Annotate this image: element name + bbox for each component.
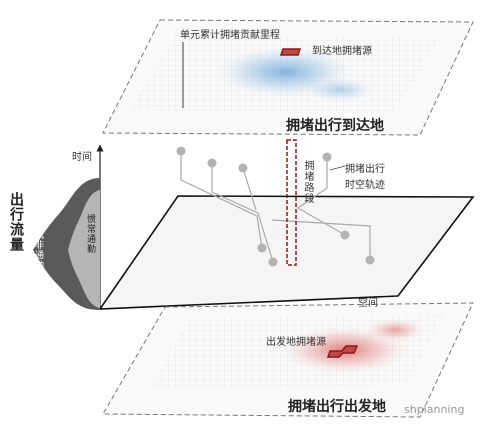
departure-heat-secondary <box>365 318 425 342</box>
flow-panel <box>30 178 100 310</box>
trajectory-nodes <box>176 146 375 267</box>
trajectory-label-line1: 拥堵出行 <box>345 164 385 175</box>
habit-commute-label: 惯常通勤 <box>85 214 95 254</box>
cumulative-mileage-label: 单元累计拥堵贡献里程 <box>180 30 280 41</box>
arrival-source-label: 到达地拥堵源 <box>312 46 372 57</box>
habit-commute-area <box>68 190 100 308</box>
arrival-heat-secondary <box>305 78 375 102</box>
congested-segment-box <box>286 139 297 266</box>
travel-flow-title: 出行流量 <box>8 192 24 252</box>
arrival-layer-title: 拥堵出行到达地 <box>286 118 384 134</box>
space-plane <box>98 195 475 310</box>
watermark-text: shplanning <box>404 403 465 416</box>
space-axis-label: 空间 <box>358 298 378 309</box>
departure-source-marker <box>326 345 359 358</box>
random-commute-label: 随机非通勤 <box>33 220 43 270</box>
time-axis-label: 时间 <box>72 152 92 163</box>
departure-layer <box>102 302 474 418</box>
congested-path-label: 拥堵路段 <box>302 160 313 204</box>
trajectory-lines <box>180 151 371 263</box>
trajectory-label-line2: 时空轨迹 <box>345 180 385 191</box>
trajectory-label-leader <box>329 165 346 171</box>
time-space-layer <box>96 139 475 310</box>
arrival-source-marker <box>279 48 302 56</box>
departure-source-label: 出发地拥堵源 <box>266 337 326 348</box>
arrival-layer <box>102 19 474 136</box>
departure-layer-title: 拥堵出行出发地 <box>288 399 386 415</box>
